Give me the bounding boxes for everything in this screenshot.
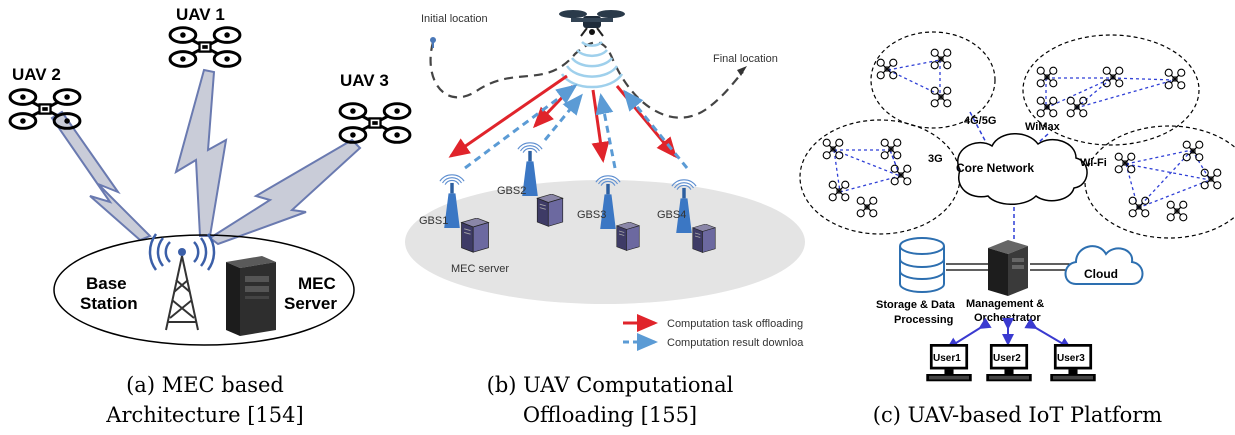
mec-architecture-diagram: UAV 2 UAV 1 UAV 3 [8, 5, 412, 346]
management-label-line1: Management & [966, 298, 1044, 310]
legend: Computation task offloading Computation … [623, 314, 804, 351]
uav-3-icon [338, 102, 412, 144]
mec-label-line1: MEC [298, 274, 336, 293]
uav-offloading-diagram: Initial location Final location [405, 10, 805, 351]
download-arrows [464, 84, 689, 170]
gbs4-label: GBS4 [657, 209, 686, 221]
cloud-label: Cloud [1084, 267, 1118, 281]
core-network-cloud [957, 133, 1088, 205]
panel-mec-architecture: UAV 2 UAV 1 UAV 3 [0, 0, 412, 435]
gbs4-server-icon [692, 224, 716, 253]
gbs3-server-icon [616, 222, 640, 251]
base-label-line2: Station [80, 294, 138, 313]
gbs2-server-icon [536, 194, 564, 227]
uav-signal-waves [560, 41, 624, 89]
link-3g-label: 3G [928, 153, 943, 165]
panel-uav-iot-platform: Core Network 4G/5G WiMax 3G Wi-Fi Cloud … [799, 0, 1235, 435]
storage-label-line1: Storage & Data [876, 299, 956, 311]
caption-a-line1: (a) MEC based [126, 373, 284, 397]
gbs2-label: GBS2 [497, 185, 526, 197]
ground-area-ellipse [405, 180, 805, 304]
caption-a: (a) MEC based Architecture [154] [0, 370, 410, 430]
uav-cluster-2 [1022, 34, 1200, 146]
cloud-icon [1064, 245, 1144, 285]
uav-1-icon [168, 26, 242, 68]
caption-c-line1: (c) UAV-based IoT Platform [872, 403, 1163, 427]
uav-1-label: UAV 1 [176, 5, 225, 24]
mec-label-line2: Server [284, 294, 337, 313]
final-location-label: Final location [713, 53, 778, 65]
link-4g5g-label: 4G/5G [964, 115, 996, 127]
final-location-marker [737, 66, 747, 76]
legend-download-label: Computation result downloa [667, 337, 804, 349]
uav-3-label: UAV 3 [340, 71, 389, 90]
caption-c: (c) UAV-based IoT Platform [800, 400, 1235, 430]
user2-label: User2 [993, 353, 1021, 364]
management-server-icon [988, 240, 1028, 296]
uav-cluster-4 [1084, 125, 1235, 239]
uav-cluster-1 [870, 31, 996, 129]
caption-a-line2: Architecture [154] [106, 403, 304, 427]
management-label-line2: Orchestrator [974, 312, 1041, 324]
base-station-antenna-icon [148, 233, 216, 331]
gbs1-label: GBS1 [419, 215, 448, 227]
panel-uav-offloading: Initial location Final location [405, 0, 815, 435]
core-network-label: Core Network [956, 161, 1034, 175]
uav-icon [559, 10, 625, 37]
gbs1-server-icon [461, 218, 489, 253]
user3-label: User3 [1057, 353, 1085, 364]
caption-b-line2: Offloading [155] [522, 403, 698, 427]
uav-2-label: UAV 2 [12, 65, 61, 84]
wireless-link-uav3 [208, 138, 362, 246]
caption-b: (b) UAV Computational Offloading [155] [405, 370, 815, 430]
base-label-line1: Base [86, 274, 127, 293]
legend-offload-label: Computation task offloading [667, 318, 803, 330]
uav-trajectory-path [429, 41, 744, 119]
link-wimax-label: WiMax [1025, 121, 1061, 133]
gbs3-label: GBS3 [577, 209, 606, 221]
initial-location-label: Initial location [421, 13, 488, 25]
link-wifi-label: Wi-Fi [1080, 157, 1107, 169]
mec-server-icon [226, 256, 276, 336]
storage-database-icon [899, 237, 945, 293]
storage-label-line2: Processing [894, 314, 953, 326]
wireless-link-uav1 [174, 68, 228, 237]
mec-server-label: MEC server [451, 263, 509, 275]
uav-cluster-3 [799, 119, 961, 235]
base-station-ellipse [53, 234, 355, 346]
user1-label: User1 [933, 353, 961, 364]
uav-iot-platform-diagram: Core Network 4G/5G WiMax 3G Wi-Fi Cloud … [799, 31, 1235, 382]
wireless-link-uav2 [50, 110, 152, 242]
caption-b-line1: (b) UAV Computational [486, 373, 734, 397]
